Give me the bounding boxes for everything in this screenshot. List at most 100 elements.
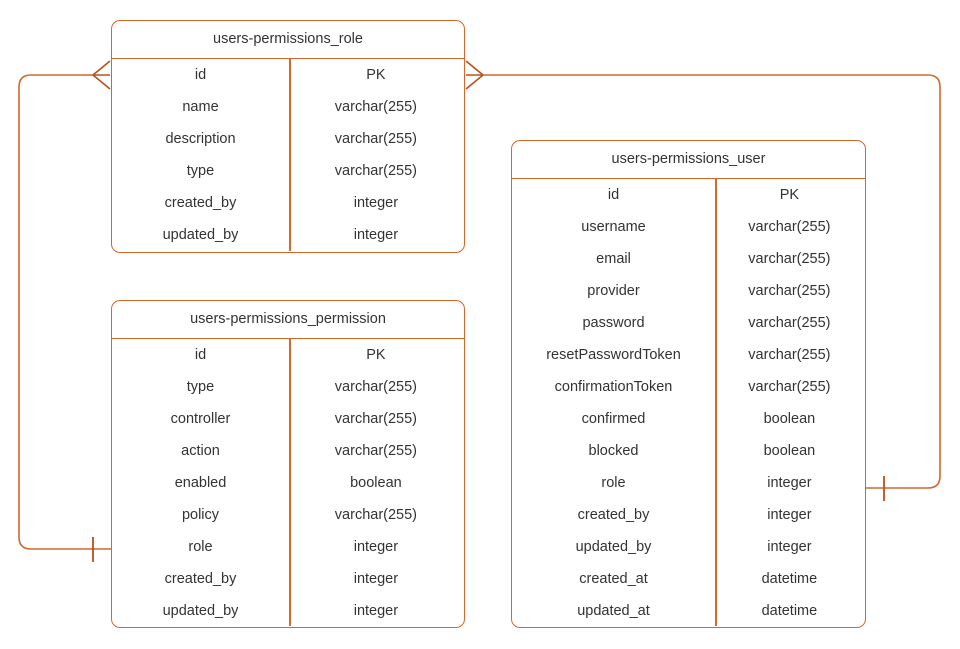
er-field-name: name	[182, 99, 219, 115]
er-field-type: integer	[767, 507, 812, 523]
er-field-type: integer	[353, 539, 399, 555]
er-table-row[interactable]: confirmed boolean	[512, 403, 865, 435]
er-field-name: confirmationToken	[554, 379, 673, 395]
er-field-type: varchar(255)	[334, 163, 417, 179]
er-table-body: id PK name varchar(255) description varchar(2…	[112, 59, 464, 251]
er-field-name: updated_at	[577, 603, 650, 619]
er-field-type: integer	[767, 539, 812, 555]
er-table-row[interactable]: role integer	[512, 467, 865, 499]
er-field-type: integer	[767, 475, 812, 491]
er-table-row[interactable]: resetPasswordToken varchar(255)	[512, 339, 865, 371]
er-table-body: id PK username varchar(255) email varchar(255…	[512, 179, 865, 626]
er-field-name: role	[188, 539, 213, 555]
er-table-body: id PK type varchar(255) controller varchar(25…	[112, 339, 464, 626]
er-table-row[interactable]: password varchar(255)	[512, 307, 865, 339]
er-field-type: varchar(255)	[334, 507, 417, 523]
er-field-name: email	[596, 251, 631, 267]
er-field-type: integer	[353, 603, 399, 619]
er-field-name: created_by	[577, 507, 650, 523]
er-field-name: username	[581, 219, 646, 235]
er-table-row[interactable]: updated_by integer	[512, 531, 865, 563]
er-field-name: role	[601, 475, 626, 491]
er-field-type: varchar(255)	[748, 315, 831, 331]
er-table-row[interactable]: name varchar(255)	[112, 91, 464, 123]
er-field-name: type	[186, 163, 215, 179]
er-table-row[interactable]: updated_at datetime	[512, 595, 865, 627]
er-field-name: blocked	[588, 443, 639, 459]
er-field-type: varchar(255)	[748, 219, 831, 235]
er-column-divider	[715, 179, 717, 626]
er-field-type: boolean	[350, 475, 402, 491]
er-table-row[interactable]: created_by integer	[112, 187, 464, 219]
er-table-row[interactable]: created_by integer	[112, 563, 464, 595]
er-table-row[interactable]: created_by integer	[512, 499, 865, 531]
er-field-name: action	[181, 443, 220, 459]
er-field-name: created_by	[164, 195, 237, 211]
er-field-type: integer	[353, 227, 399, 243]
er-table-row[interactable]: updated_by integer	[112, 595, 464, 627]
crows-foot-role-right	[465, 60, 484, 90]
er-field-type: boolean	[763, 443, 816, 459]
er-field-type: varchar(255)	[748, 379, 831, 395]
er-table-row[interactable]: id PK	[112, 339, 464, 371]
er-table-title: users-permissions_user	[512, 141, 865, 179]
er-table-row[interactable]: policy varchar(255)	[112, 499, 464, 531]
er-field-name: provider	[587, 283, 640, 299]
er-field-name: controller	[170, 411, 231, 427]
er-field-type: PK	[366, 347, 386, 363]
er-table-row[interactable]: enabled boolean	[112, 467, 464, 499]
er-field-type: datetime	[761, 571, 818, 587]
er-field-name: id	[607, 187, 620, 203]
er-field-type: varchar(255)	[334, 99, 417, 115]
er-field-type: varchar(255)	[334, 411, 417, 427]
er-field-type: PK	[779, 187, 800, 203]
er-field-name: updated_by	[575, 539, 652, 555]
er-field-type: varchar(255)	[748, 347, 831, 363]
er-table-row[interactable]: updated_by integer	[112, 219, 464, 251]
er-table-row[interactable]: username varchar(255)	[512, 211, 865, 243]
er-field-name: confirmed	[581, 411, 646, 427]
er-field-type: datetime	[761, 603, 818, 619]
er-field-name: password	[582, 315, 645, 331]
er-field-type: integer	[353, 571, 399, 587]
er-field-type: PK	[366, 67, 386, 83]
er-table-title: users-permissions_role	[112, 21, 464, 59]
relationship-permission-role	[18, 60, 111, 562]
er-field-name: type	[186, 379, 215, 395]
er-table-row[interactable]: provider varchar(255)	[512, 275, 865, 307]
er-field-name: created_by	[164, 571, 237, 587]
crows-foot-role-left	[92, 60, 111, 90]
er-field-name: enabled	[174, 475, 227, 491]
er-field-type: boolean	[763, 411, 816, 427]
er-table-row[interactable]: id PK	[512, 179, 865, 211]
er-table-row[interactable]: controller varchar(255)	[112, 403, 464, 435]
er-table-row[interactable]: type varchar(255)	[112, 155, 464, 187]
er-table-row[interactable]: type varchar(255)	[112, 371, 464, 403]
er-field-name: id	[194, 67, 207, 83]
er-field-type: varchar(255)	[334, 131, 417, 147]
er-field-name: policy	[181, 507, 220, 523]
er-field-type: varchar(255)	[748, 251, 831, 267]
er-table-row[interactable]: id PK	[112, 59, 464, 91]
er-table-row[interactable]: email varchar(255)	[512, 243, 865, 275]
er-field-type: varchar(255)	[334, 379, 417, 395]
er-table-row[interactable]: confirmationToken varchar(255)	[512, 371, 865, 403]
er-table-row[interactable]: blocked boolean	[512, 435, 865, 467]
er-table-row[interactable]: action varchar(255)	[112, 435, 464, 467]
er-field-type: varchar(255)	[748, 283, 831, 299]
er-field-name: description	[165, 131, 236, 147]
er-field-name: updated_by	[162, 603, 239, 619]
er-field-name: updated_by	[162, 227, 239, 243]
er-field-type: varchar(255)	[334, 443, 417, 459]
er-table-row[interactable]: role integer	[112, 531, 464, 563]
er-field-name: id	[194, 347, 207, 363]
er-field-type: integer	[353, 195, 399, 211]
er-column-divider	[289, 339, 291, 626]
er-field-name: resetPasswordToken	[546, 347, 681, 363]
er-table-row[interactable]: description varchar(255)	[112, 123, 464, 155]
